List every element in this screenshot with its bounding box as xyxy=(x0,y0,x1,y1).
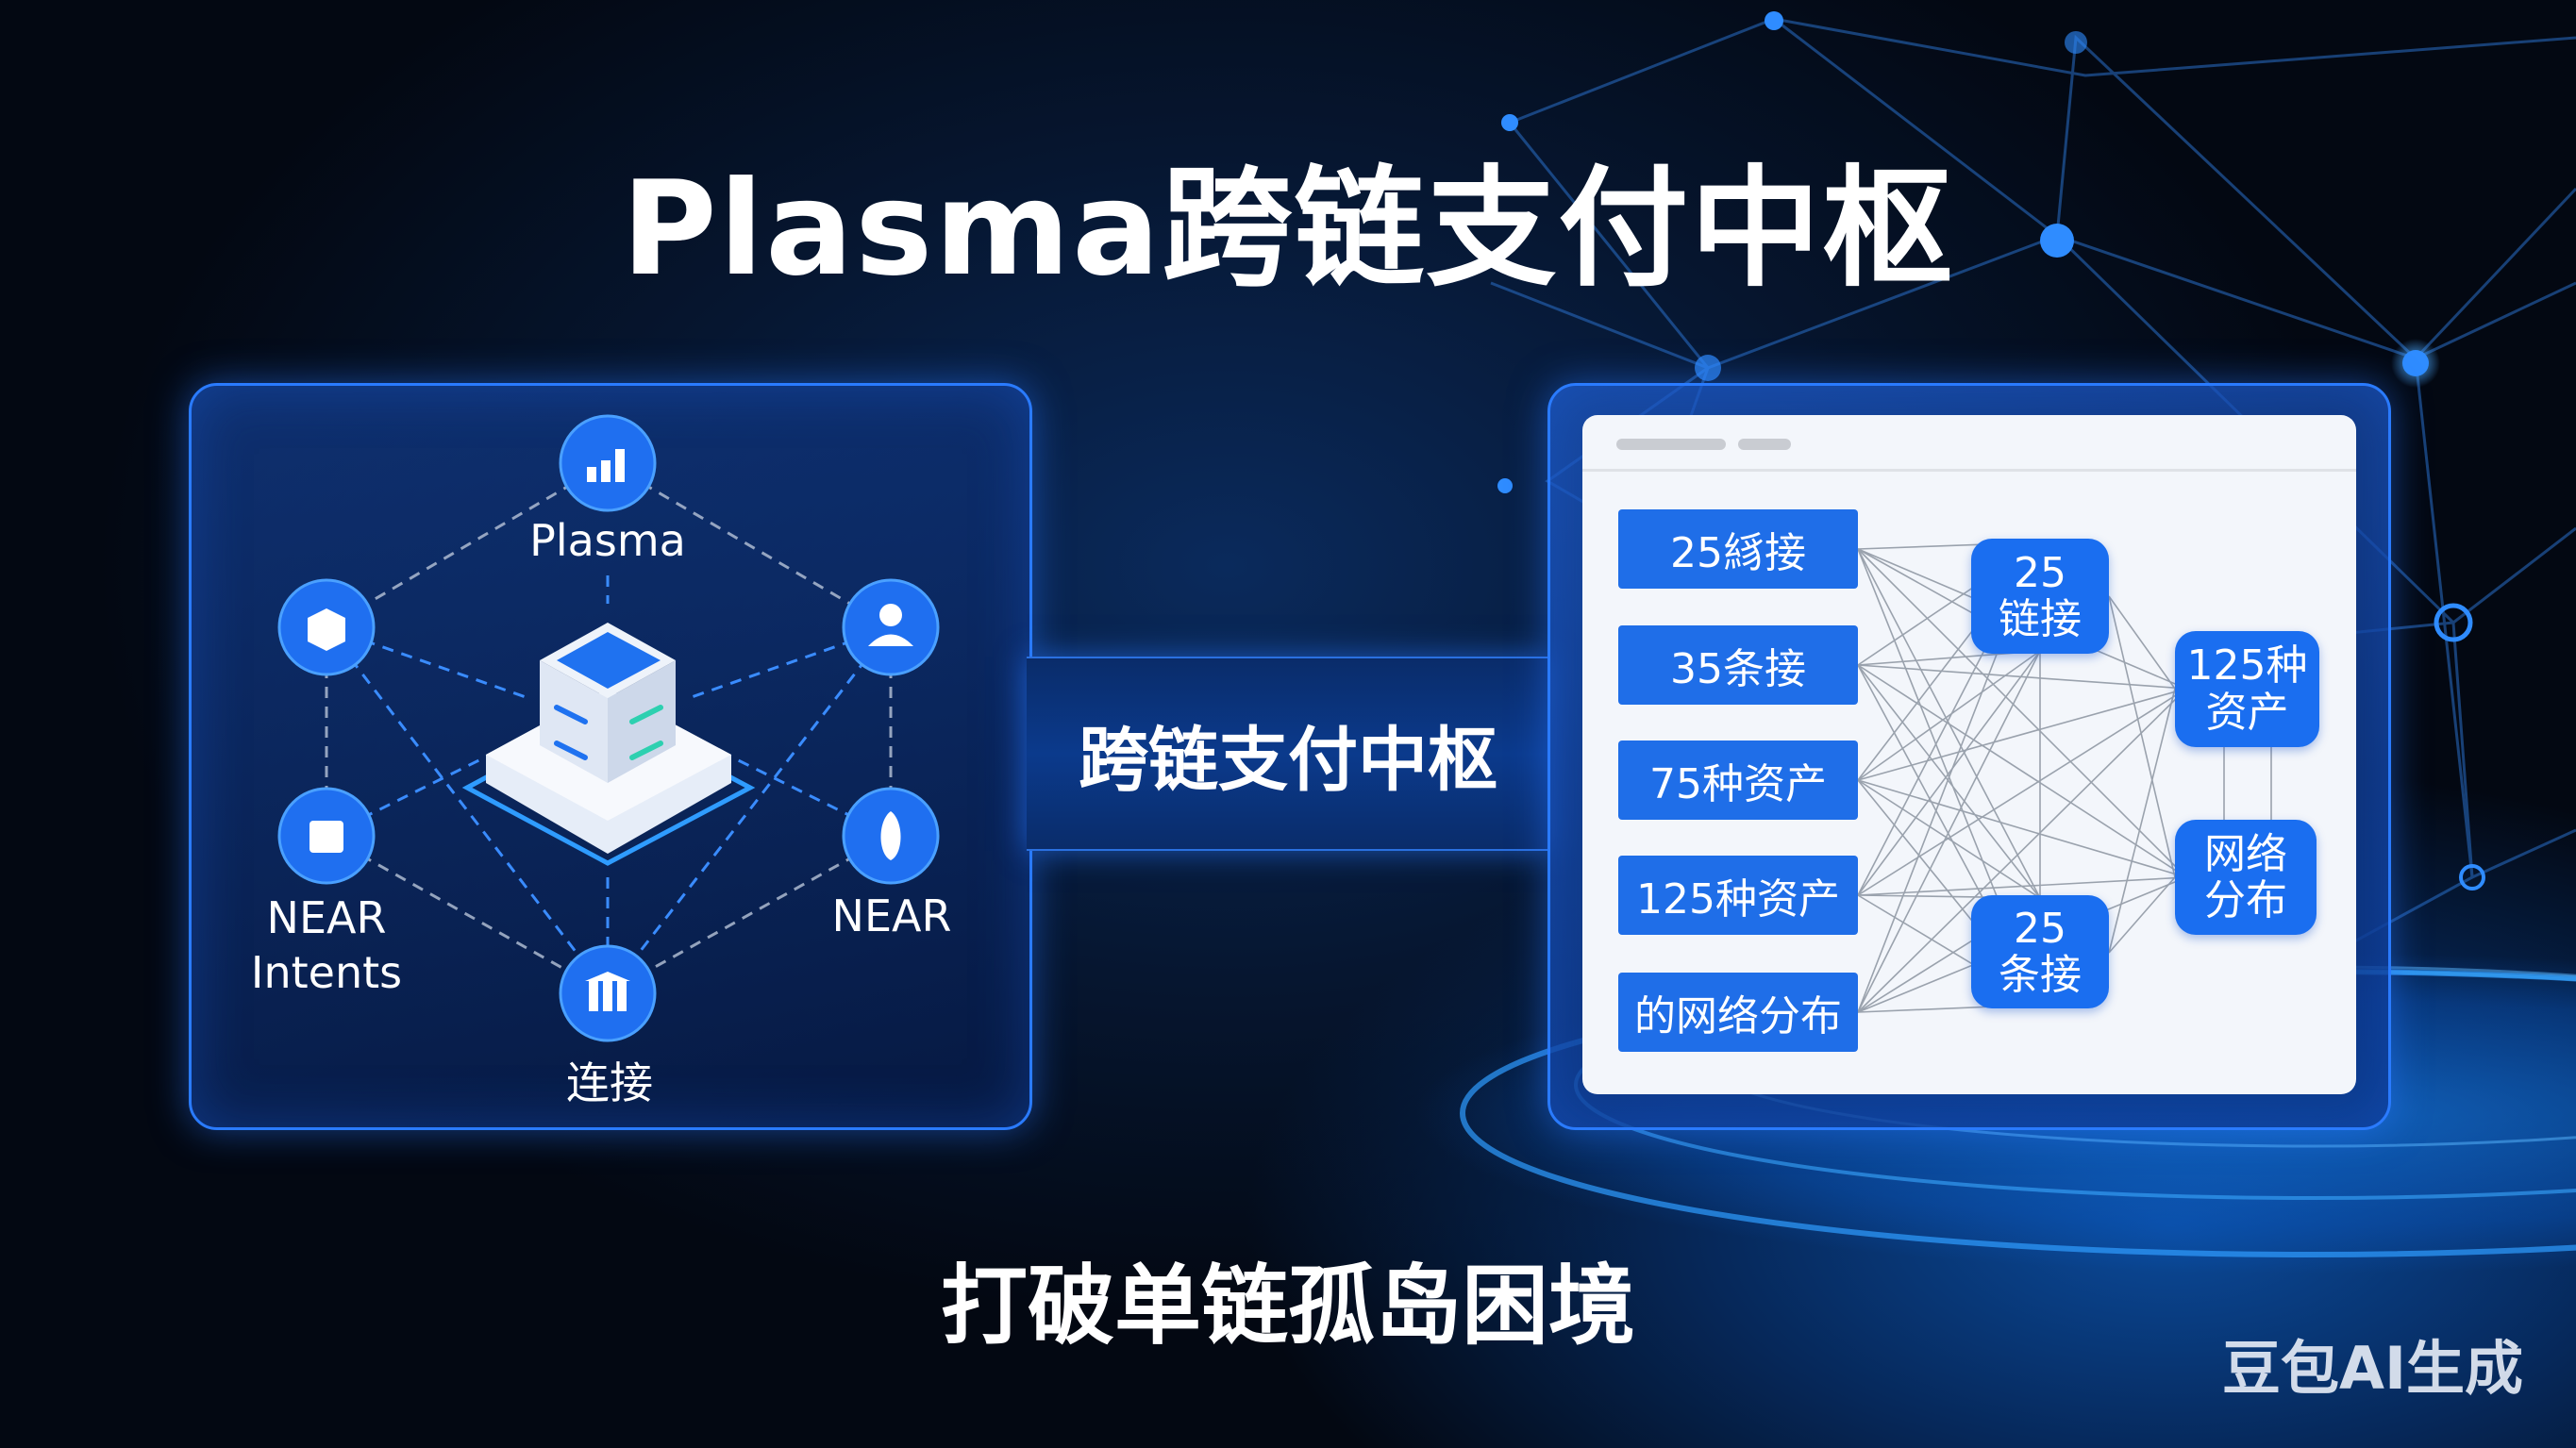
right-node-line1: 125种 xyxy=(2186,641,2308,691)
near-intents-line2: Intents xyxy=(250,947,403,998)
server-stack-icon xyxy=(461,623,756,866)
user-icon xyxy=(842,578,940,676)
connection-line xyxy=(2108,595,2176,878)
connection-line xyxy=(2108,688,2176,954)
node-label-connect: 连接 xyxy=(566,1057,653,1108)
connection-line xyxy=(1857,779,2041,899)
window-titlebar-placeholder xyxy=(1738,439,1791,450)
connection-line xyxy=(1857,650,2041,896)
window-divider xyxy=(1582,469,2356,472)
center-banner: 跨链支付中枢 xyxy=(1027,657,1549,851)
left-box: 25絼接 xyxy=(1618,509,1858,589)
right-node-line2: 分布 xyxy=(2204,876,2287,924)
left-box: 的网络分布 xyxy=(1618,973,1858,1052)
left-box: 75种资产 xyxy=(1618,741,1858,820)
subtitle: 打破单链孤岛困境 xyxy=(940,1256,1635,1356)
connection-line xyxy=(1857,664,2187,878)
node-label-near: NEAR xyxy=(831,890,952,941)
left-box: 35条接 xyxy=(1618,625,1858,705)
window-titlebar-placeholder xyxy=(1616,439,1726,450)
connection-line xyxy=(1857,650,2041,781)
connection-line xyxy=(1857,688,2187,896)
connection-line xyxy=(1857,876,2187,896)
mid-node-line1: 25 xyxy=(2014,904,2066,953)
connection-line xyxy=(2108,876,2176,954)
right-node-line1: 网络 xyxy=(2204,829,2287,878)
page-title: Plasma跨链支付中枢 xyxy=(621,153,1955,305)
right-node: 网络分布 xyxy=(2175,820,2317,935)
ai-watermark: 豆包AI生成 xyxy=(2222,1334,2524,1403)
banner-label: 跨链支付中枢 xyxy=(1079,719,1497,801)
connection-line xyxy=(1857,664,2041,899)
connection-line xyxy=(1857,548,2187,878)
mid-node-line2: 链接 xyxy=(1999,595,2082,643)
right-node: 125种资产 xyxy=(2175,631,2319,747)
node-label-plasma: Plasma xyxy=(529,515,686,566)
mid-node-line2: 条接 xyxy=(1999,951,2082,999)
left-box: 125种资产 xyxy=(1618,856,1858,935)
near-intents-line1: NEAR xyxy=(266,892,387,943)
connection-line xyxy=(1857,650,2041,1013)
connection-line xyxy=(1857,688,2187,781)
connection-line xyxy=(2108,595,2176,690)
right-node-line2: 资产 xyxy=(2205,688,2289,737)
connection-line xyxy=(1857,664,2187,690)
mid-node-line1: 25 xyxy=(2014,548,2066,597)
connection-line xyxy=(1857,688,2187,1013)
